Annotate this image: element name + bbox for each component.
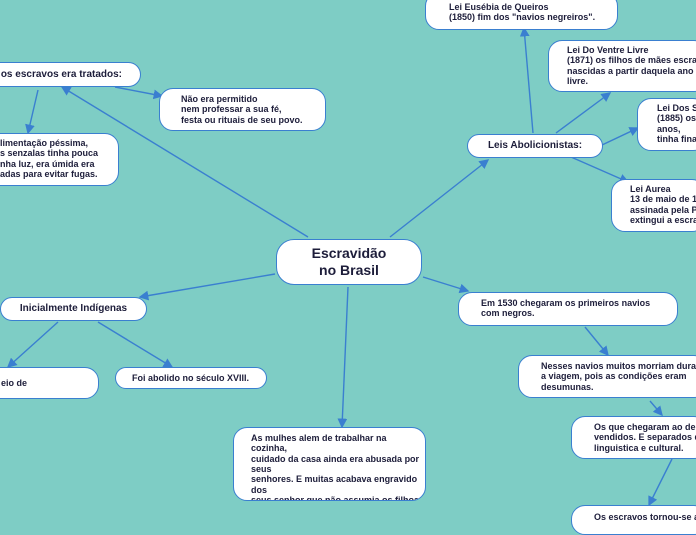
link-indigenous-child2 xyxy=(97,321,174,368)
topic-treated[interactable]: os escravos era tratados: xyxy=(0,62,141,87)
link-ships-2-3 xyxy=(649,400,663,417)
topic-abolition[interactable]: Leis Abolicionistas: xyxy=(467,134,603,158)
link-indigenous-child1 xyxy=(6,321,59,368)
ships-sold[interactable]: Os que chegaram ao de vendidos. E separa… xyxy=(571,416,696,459)
abolition-child-queiros[interactable]: Lei Eusébia de Queiros (1850) fim dos "n… xyxy=(425,0,618,30)
ships-first-arrival[interactable]: Em 1530 chegaram os primeiros navios com… xyxy=(458,292,678,326)
connector-lines xyxy=(6,26,673,507)
link-ships-3-4 xyxy=(648,458,673,507)
link-abolition-child4 xyxy=(570,156,630,184)
link-ships-1-2 xyxy=(584,326,609,357)
link-treated-child2 xyxy=(25,89,39,135)
link-abolition-child1 xyxy=(519,26,534,134)
topic-indigenous[interactable]: Inicialmente Indígenas xyxy=(0,297,147,321)
link-center-ships xyxy=(422,276,470,294)
women-topic[interactable]: As mulhes alem de trabalhar na cozinha, … xyxy=(233,427,426,501)
link-abolition-child3 xyxy=(601,127,640,146)
link-treated-child1 xyxy=(114,86,164,100)
treated-child-conditions[interactable]: limentação péssima, s senzalas tinha pou… xyxy=(0,133,119,186)
ships-deaths[interactable]: Nesses navios muitos morriam dura a viag… xyxy=(518,355,696,398)
link-abolition-child2 xyxy=(555,92,612,134)
link-center-women xyxy=(337,286,349,429)
central-topic[interactable]: Escravidão no Brasil xyxy=(276,239,422,285)
ships-became[interactable]: Os escravos tornou-se a xyxy=(571,505,696,535)
abolition-child-ventre-livre[interactable]: Lei Do Ventre Livre (1871) os filhos de … xyxy=(548,40,696,92)
treated-child-beliefs[interactable]: Não era permitido nem professar a sua fé… xyxy=(159,88,326,131)
indigenous-child-abolished[interactable]: Foi abolido no século XVIII. xyxy=(115,367,267,389)
link-center-abolition xyxy=(389,159,490,238)
link-center-treated xyxy=(60,86,309,238)
abolition-child-aurea[interactable]: Lei Aurea 13 de maio de 1 assinada pela … xyxy=(611,179,696,232)
abolition-child-sexagenarios[interactable]: Lei Dos S (1885) os anos, tinha fina xyxy=(637,98,696,151)
indigenous-child-1[interactable]: eio de xyxy=(0,367,99,399)
link-center-indigenous xyxy=(138,273,276,301)
